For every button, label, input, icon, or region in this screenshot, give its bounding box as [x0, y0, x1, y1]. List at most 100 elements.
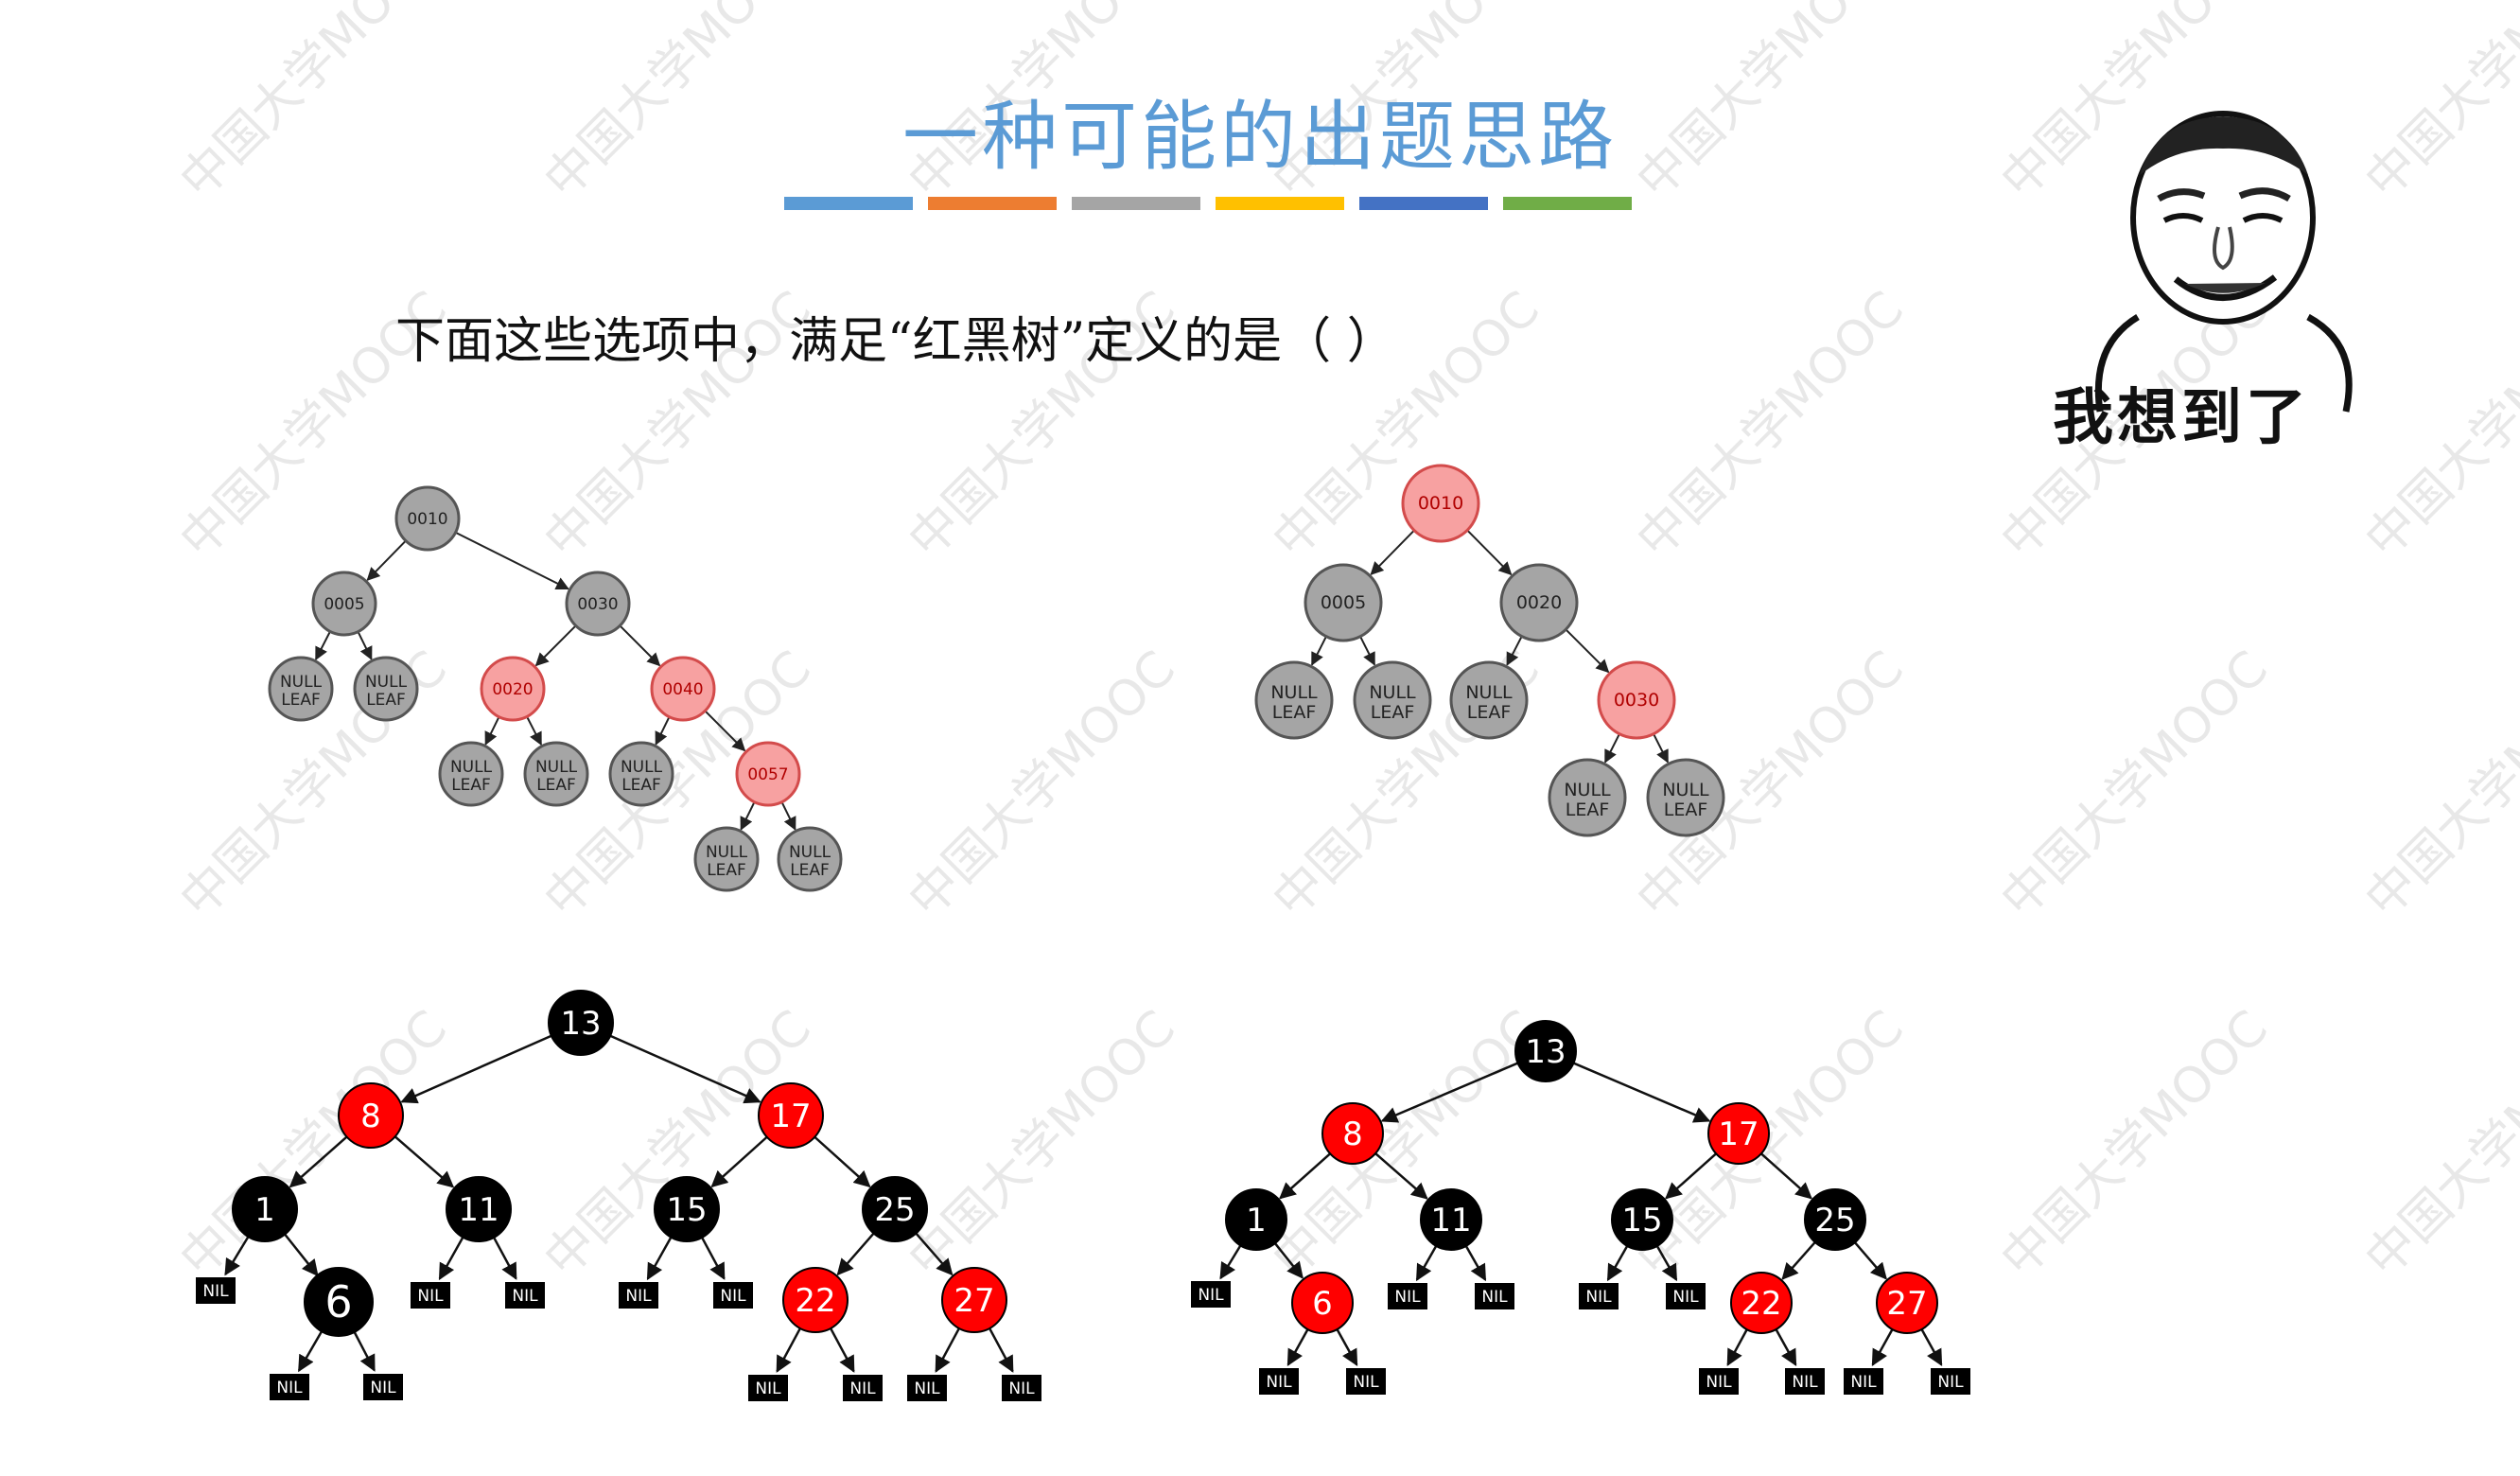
tree-edge: [988, 1327, 1014, 1373]
tree-edge: [315, 630, 331, 661]
node-label: 11: [1430, 1202, 1471, 1239]
tree-node: [1876, 1272, 1938, 1334]
question-text: 下面这些选项中，满足“红黑树”定义的是（ ）: [395, 313, 1396, 370]
tree-node: [1321, 1102, 1384, 1165]
tree-node: [650, 656, 716, 722]
nil-leaf-box: [505, 1282, 545, 1309]
nil-leaf-box: [270, 1374, 309, 1400]
null-leaf-node: [777, 826, 843, 892]
tree-edge: [1219, 1244, 1242, 1280]
tree-edge: [526, 715, 542, 747]
nil-leaf-box: [1579, 1283, 1619, 1309]
node-label: 6: [1312, 1285, 1333, 1323]
tree-edge: [297, 1328, 324, 1373]
tree-edge: [394, 1135, 455, 1188]
nil-leaf-box: [1475, 1283, 1514, 1309]
tree-edge: [1279, 1152, 1331, 1200]
tree-edge: [1273, 1242, 1304, 1279]
tree-edge: [1775, 1328, 1797, 1367]
color-bar-2: [928, 197, 1057, 210]
tree-edge: [1606, 1245, 1629, 1282]
node-label: 0010: [1418, 493, 1463, 514]
tree-edge: [1565, 628, 1610, 674]
slide-title: 一种可能的出题思路: [902, 93, 1618, 181]
node-label: 6: [324, 1276, 352, 1327]
tree-node: [1225, 1188, 1287, 1251]
tree-edge: [829, 1327, 855, 1373]
nil-leaf-box: [1388, 1283, 1427, 1309]
nil-leaf-box: [748, 1375, 788, 1401]
tree-edge: [493, 1237, 517, 1280]
tree-edge: [1853, 1241, 1887, 1280]
tree-node: [782, 1267, 849, 1333]
tree-edge: [1871, 1328, 1894, 1367]
tree-edge: [1653, 733, 1669, 764]
tree-edge: [284, 1233, 319, 1277]
tree-node: [1291, 1272, 1354, 1334]
tree-node: [1804, 1188, 1866, 1251]
nil-leaf-box: [907, 1375, 947, 1401]
null-leaf-node: [268, 656, 334, 722]
tree-edge: [1380, 1062, 1519, 1123]
tree-node: [548, 990, 614, 1056]
tree-edge: [455, 531, 569, 590]
color-bar-5: [1359, 197, 1488, 210]
nil-leaf-box: [1785, 1368, 1825, 1395]
tree-edge: [780, 801, 796, 831]
tree-edge: [1920, 1328, 1943, 1367]
tree-edge: [534, 624, 577, 667]
tree-edge: [609, 1034, 761, 1104]
nil-leaf-label: NIL: [1481, 1288, 1508, 1307]
tree-edge: [289, 1135, 348, 1188]
tree-edge: [915, 1232, 954, 1276]
nil-leaf-box: [1259, 1368, 1299, 1395]
nil-leaf-label: NIL: [914, 1379, 940, 1398]
tree-node: [1611, 1188, 1673, 1251]
node-label: 17: [770, 1098, 811, 1135]
nil-leaf-box: [1346, 1368, 1386, 1395]
tree-edge: [400, 1034, 552, 1104]
nil-leaf-box: [411, 1282, 450, 1309]
tree-edge: [1506, 636, 1523, 666]
nil-leaf-label: NIL: [1672, 1288, 1699, 1307]
tree-edge: [1374, 1152, 1428, 1200]
node-label: 0030: [577, 595, 618, 614]
nil-leaf-box: [713, 1282, 753, 1309]
tree-edge: [1760, 1152, 1812, 1200]
nil-leaf-box: [843, 1375, 883, 1401]
tree-edge: [935, 1327, 961, 1373]
tree-edge: [224, 1236, 250, 1276]
tree-edge: [357, 631, 373, 660]
color-bar-6: [1503, 197, 1632, 210]
tree-node: [1730, 1272, 1793, 1334]
node-label: 1: [1246, 1202, 1267, 1239]
node-label: 8: [1342, 1116, 1363, 1153]
nil-leaf-box: [363, 1374, 403, 1400]
tree-edge: [814, 1135, 871, 1188]
tree-edge: [1781, 1241, 1816, 1280]
tree-edge: [710, 1135, 768, 1188]
color-bar-3: [1072, 197, 1200, 210]
tree-node: [338, 1082, 404, 1149]
node-label: 27: [954, 1282, 994, 1320]
tree-edge: [619, 624, 661, 667]
nil-leaf-box: [1844, 1368, 1883, 1395]
tree-edge: [655, 716, 671, 746]
node-label: 0040: [662, 680, 703, 699]
tree-edge: [484, 716, 500, 746]
node-label: 27: [1886, 1285, 1927, 1323]
nil-leaf-box: [619, 1282, 658, 1309]
tree-node: [654, 1176, 720, 1242]
node-label: 13: [1525, 1033, 1566, 1071]
tree-node: [862, 1176, 928, 1242]
tree-node: [1304, 563, 1383, 642]
node-label: 22: [1741, 1285, 1781, 1323]
tree-edge: [1466, 529, 1513, 576]
tree-node: [1707, 1102, 1770, 1165]
